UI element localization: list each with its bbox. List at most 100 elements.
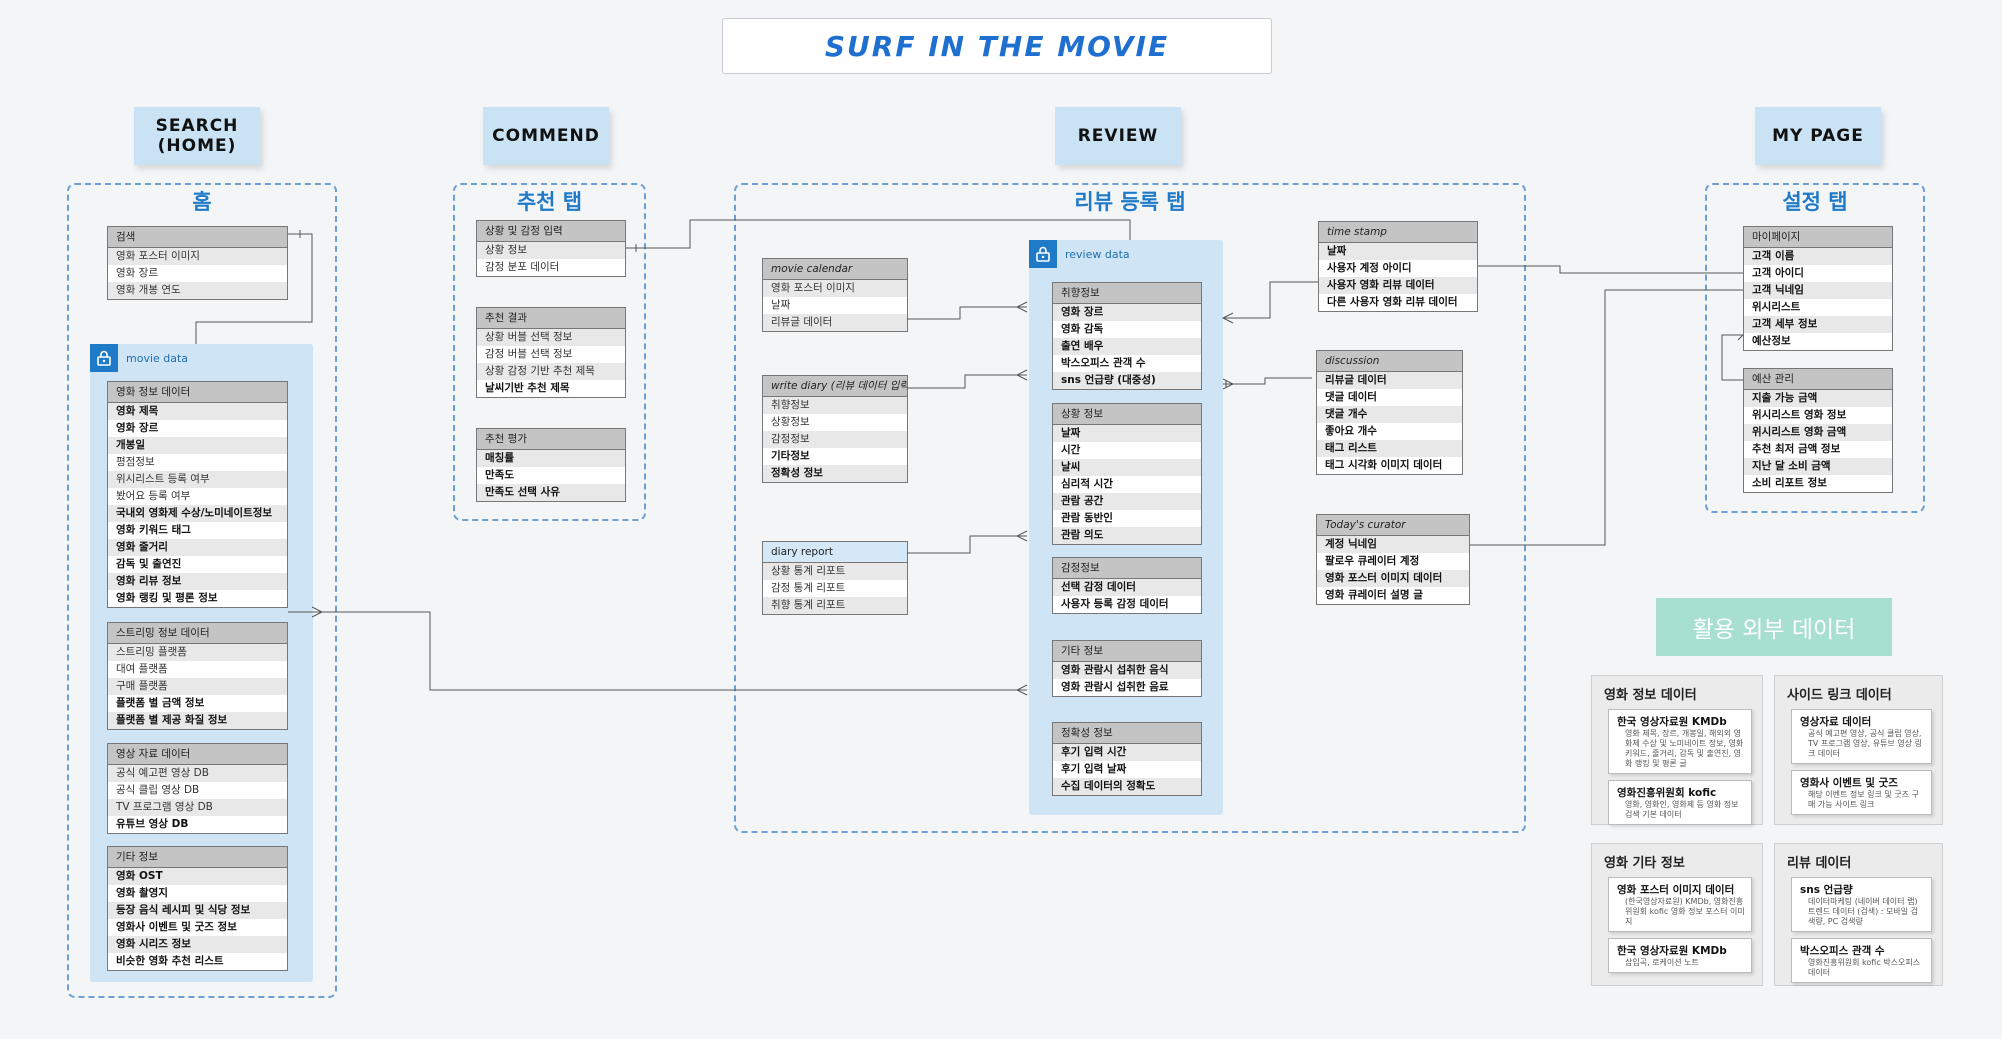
table-row: 출연 배우 bbox=[1053, 338, 1201, 355]
panel-title-review-data: review data bbox=[1065, 247, 1130, 261]
table-row: 감정 통계 리포트 bbox=[771, 582, 846, 594]
group-recommend bbox=[453, 183, 646, 521]
table-header: 스트리밍 정보 데이터 bbox=[108, 623, 287, 644]
source-description: 공식 예고편 영상, 공식 클립 영상, TV 프로그램 영상, 유튜브 영상 … bbox=[1808, 729, 1922, 758]
lock-icon bbox=[90, 344, 118, 372]
table-row: 상황 버블 선택 정보 bbox=[477, 329, 625, 346]
table-row: 매칭률 bbox=[477, 450, 625, 467]
table-row: 고객 아이디 bbox=[1752, 267, 1804, 279]
table-row: 취향 통계 리포트 bbox=[763, 597, 907, 614]
table-row: 영화사 이벤트 및 굿즈 정보 bbox=[116, 921, 237, 933]
table-header: time stamp bbox=[1319, 222, 1477, 243]
table-row: 감정정보 bbox=[763, 431, 907, 448]
table-row: 선택 감정 데이터 bbox=[1053, 579, 1201, 596]
table-row: 구매 플랫폼 bbox=[108, 678, 287, 695]
table-header: 기타 정보 bbox=[108, 847, 287, 868]
table-row: 고객 닉네임 bbox=[1744, 282, 1892, 299]
table-row: 영화 촬영지 bbox=[116, 887, 168, 899]
table-row: 영화 개봉 연도 bbox=[108, 282, 287, 299]
source-description: 데이터마케팅 (네이버 데이터 랩) 트렌드 데이터 (검색) : 모바일 검색… bbox=[1808, 897, 1918, 926]
table-row: 영화 장르 bbox=[116, 422, 159, 434]
table-header: 기타 정보 bbox=[1053, 641, 1201, 662]
source-description: 영화, 영화인, 영화제 등 영화 정보 검색 기본 데이터 bbox=[1625, 800, 1739, 819]
table-row: 감독 및 출연진 bbox=[116, 558, 182, 570]
table-header: 추천 결과 bbox=[477, 308, 625, 329]
table-row: 고객 세부 정보 bbox=[1744, 316, 1892, 333]
table-row: 영화 키워드 태그 bbox=[116, 524, 191, 536]
table-row: 고객 이름 bbox=[1744, 248, 1892, 265]
table-row: 날씨 bbox=[1053, 459, 1201, 476]
panel-title-movie-data: movie data bbox=[126, 351, 189, 365]
table-row: 시간 bbox=[1061, 444, 1081, 456]
table-row: 사용자 계정 아이디 bbox=[1327, 262, 1412, 274]
source-name: 한국 영상자료원 KMDb bbox=[1617, 716, 1727, 728]
external-box-title: 영화 기타 정보 bbox=[1604, 856, 1685, 871]
source-description: (한국영상자료원) KMDb, 영화진흥위원회 kofic 영화 정보 포스터 … bbox=[1625, 897, 1745, 926]
table-row: 영화 포스터 이미지 bbox=[108, 248, 287, 265]
table-row: 영화 포스터 이미지 데이터 bbox=[1317, 570, 1469, 587]
table-row: TV 프로그램 영상 DB bbox=[108, 799, 287, 816]
source-name: 한국 영상자료원 KMDb bbox=[1617, 945, 1727, 957]
table-row: 후기 입력 날짜 bbox=[1061, 763, 1127, 775]
table-row: 박스오피스 관객 수 bbox=[1061, 357, 1146, 369]
table-row: 심리적 시간 bbox=[1061, 478, 1113, 490]
table-row: 영화 줄거리 bbox=[108, 539, 287, 556]
table-row: 예산정보 bbox=[1752, 335, 1791, 347]
table-header: discussion bbox=[1317, 351, 1462, 372]
table-row: 영화 감독 bbox=[1061, 323, 1104, 335]
table-row: 공식 예고편 영상 DB bbox=[108, 765, 287, 782]
source-description: 해당 이벤트 정보 링크 및 굿즈 구매 가능 사이트 링크 bbox=[1808, 790, 1919, 809]
table-row: 위시리스트 bbox=[1752, 301, 1801, 313]
table-row: 상황 정보 bbox=[477, 242, 625, 259]
table-row: 비슷한 영화 추천 리스트 bbox=[116, 955, 224, 967]
table-row: 관람 공간 bbox=[1053, 493, 1201, 510]
table-row: 사용자 등록 감정 데이터 bbox=[1061, 598, 1169, 610]
table-row: 지출 가능 금액 bbox=[1744, 390, 1892, 407]
header-search-home: SEARCH (HOME) bbox=[134, 107, 260, 165]
table-row: 영화 OST bbox=[108, 868, 287, 885]
table-row: 봤어요 등록 여부 bbox=[116, 490, 191, 502]
header-review: REVIEW bbox=[1055, 107, 1181, 165]
table-row: 유튜브 영상 DB bbox=[116, 818, 189, 830]
table-header: write diary (리뷰 데이터 입력) bbox=[763, 376, 907, 397]
group-home bbox=[67, 183, 337, 998]
table-header: 정확성 정보 bbox=[1053, 723, 1201, 744]
table-row: 위시리스트 등록 여부 bbox=[108, 471, 287, 488]
table-row: 태그 리스트 bbox=[1317, 440, 1462, 457]
source-description: 영화진흥위원회 kofic 박스오피스 데이터 bbox=[1808, 958, 1921, 977]
table-row: 관람 의도 bbox=[1053, 527, 1201, 544]
group-settings bbox=[1705, 183, 1925, 513]
table-row: 감정 분포 데이터 bbox=[485, 261, 560, 273]
table-row: 만족도 선택 사유 bbox=[477, 484, 625, 501]
table-header: 예산 관리 bbox=[1744, 369, 1892, 390]
diagram-title: SURF IN THE MOVIE bbox=[722, 18, 1272, 74]
source-name: 영상자료 데이터 bbox=[1800, 716, 1872, 728]
table-header: 상황 정보 bbox=[1053, 404, 1201, 425]
table-row: 영화 장르 bbox=[116, 267, 158, 279]
table-row: 댓글 개수 bbox=[1317, 406, 1462, 423]
table-row: 취향정보 bbox=[763, 397, 907, 414]
group-label-review: 리뷰 등록 탭 bbox=[1074, 190, 1186, 214]
table-row: 국내외 영화제 수상/노미네이트정보 bbox=[108, 505, 287, 522]
table-row: 상황 통계 리포트 bbox=[763, 563, 907, 580]
source-name: 영화 포스터 이미지 데이터 bbox=[1617, 884, 1735, 896]
table-row: 영화 큐레이터 설명 글 bbox=[1325, 589, 1423, 601]
table-header: 상황 및 감정 입력 bbox=[477, 221, 625, 242]
table-row: 만족도 bbox=[485, 469, 514, 481]
table-header: 검색 bbox=[108, 227, 287, 248]
table-row: 다른 사용자 영화 리뷰 데이터 bbox=[1327, 296, 1458, 308]
